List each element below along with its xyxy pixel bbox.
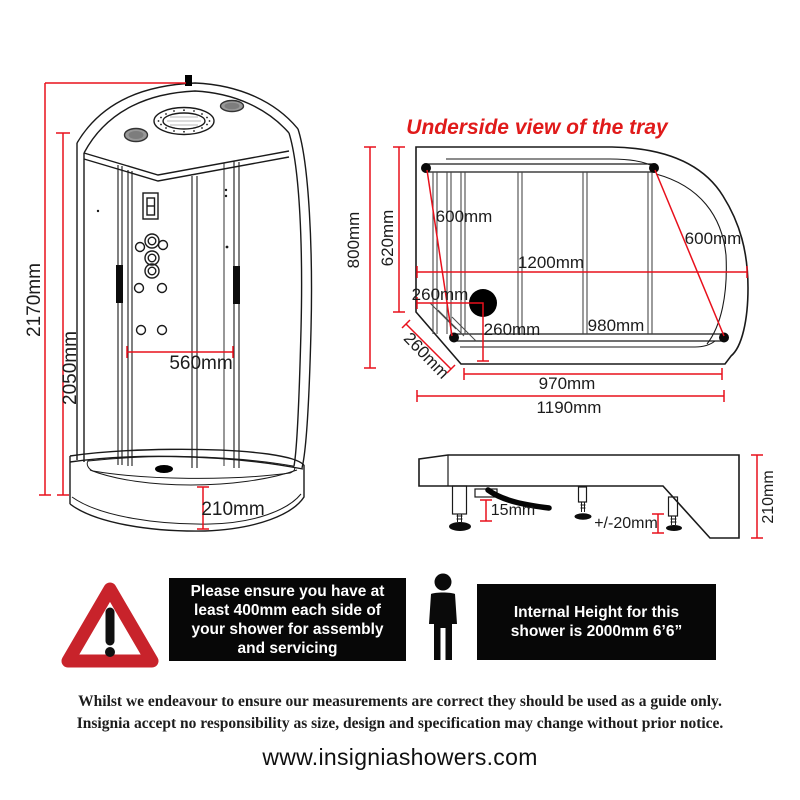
dim-side-tray-height: 210mm xyxy=(760,470,777,524)
door-handle-left xyxy=(116,265,123,303)
dim-underside-tray-depth: 620mm xyxy=(378,209,397,267)
internal-height-notice-text: Internal Height for this shower is 2000m… xyxy=(510,604,683,640)
corner-hatching xyxy=(429,302,477,342)
dim-underside-front-width: 970mm xyxy=(538,374,596,393)
internal-height-notice-box: Internal Height for this shower is 2000m… xyxy=(477,584,716,660)
dim-underside-right-diagonal: 600mm xyxy=(684,229,742,248)
assembly-notice-box: Please ensure you have at least 400mm ea… xyxy=(169,578,406,661)
control-panel xyxy=(142,192,159,220)
dim-underside-base-width: 1190mm xyxy=(536,398,602,417)
website-url: www.insigniashowers.com xyxy=(262,744,538,770)
adjustable-foot xyxy=(574,486,592,520)
dim-cabin-tray-height: 210mm xyxy=(201,499,265,520)
dim-side-panel-clearance: 15mm xyxy=(490,502,536,519)
dim-underside-frame-width: 980mm xyxy=(587,316,645,335)
warning-triangle-icon xyxy=(61,582,159,668)
underside-title: Underside view of the tray xyxy=(406,116,668,139)
dim-cabin-door-width: 560mm xyxy=(169,353,233,374)
adjustable-foot xyxy=(449,485,471,531)
dim-cabin-internal-height: 2050mm xyxy=(60,331,81,405)
disclaimer-line2: Insignia accept no responsibility as siz… xyxy=(76,714,724,732)
assembly-notice-text: Please ensure you have at least 400mm ea… xyxy=(190,582,385,657)
body-jets xyxy=(133,233,169,336)
door-handle-right xyxy=(233,266,240,304)
underside-drawing xyxy=(415,146,749,365)
fixing-points xyxy=(421,163,729,343)
sideview-dimensions xyxy=(480,454,763,539)
disclaimer: Whilst we endeavour to ensure our measur… xyxy=(0,691,800,734)
sideview-drawing xyxy=(418,454,740,539)
dim-side-foot-adjustment: +/-20mm xyxy=(594,515,658,532)
showerhead-dots xyxy=(157,109,211,133)
waste-pipe xyxy=(485,487,552,511)
cabin-tray xyxy=(69,448,305,532)
dim-underside-overall-depth: 800mm xyxy=(344,211,363,269)
dim-underside-overall-width: 1200mm xyxy=(517,253,585,272)
dim-underside-waste-from-front: 260mm xyxy=(483,320,541,339)
tray-drain xyxy=(155,465,173,473)
cabin-drawing xyxy=(69,75,313,532)
dim-cabin-overall-height: 2170mm xyxy=(24,263,45,337)
person-icon xyxy=(429,573,457,660)
disclaimer-line1: Whilst we endeavour to ensure our measur… xyxy=(78,693,722,710)
adjustable-foot xyxy=(666,496,682,531)
cabin-dimensions xyxy=(39,82,234,530)
dim-underside-waste-from-left: 260mm xyxy=(411,285,469,304)
underside-dimensions xyxy=(364,146,748,402)
dim-underside-left-diagonal: 600mm xyxy=(435,207,493,226)
